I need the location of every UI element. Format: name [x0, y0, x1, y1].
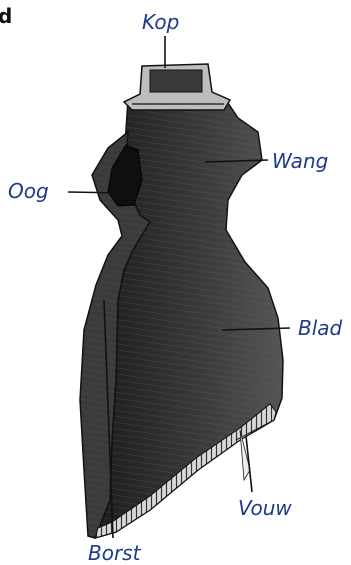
- label-kop: Kop: [142, 12, 179, 32]
- oog-leader: [68, 192, 126, 193]
- label-blad: Blad: [298, 318, 342, 338]
- label-oog: Oog: [8, 181, 49, 201]
- label-borst: Borst: [88, 543, 140, 563]
- label-vouw: Vouw: [238, 498, 292, 518]
- label-wang: Wang: [272, 151, 328, 171]
- socket-opening: [150, 70, 202, 92]
